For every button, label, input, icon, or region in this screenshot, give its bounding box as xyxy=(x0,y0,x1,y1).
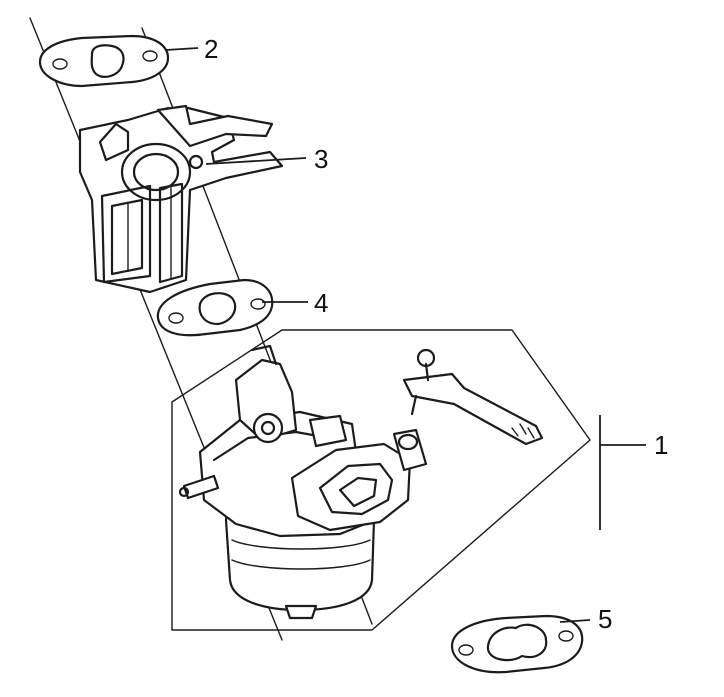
part-1-choke-lever xyxy=(402,348,544,446)
leader-2 xyxy=(165,47,199,51)
callout-1: 1 xyxy=(654,430,668,460)
leader-5 xyxy=(559,619,591,623)
callout-labels: 2 3 4 1 5 xyxy=(204,34,668,634)
part-2-gasket xyxy=(38,34,170,88)
part-5-gasket xyxy=(450,614,584,674)
leader-1 xyxy=(599,415,646,530)
callout-3: 3 xyxy=(314,144,328,174)
callout-5: 5 xyxy=(598,604,612,634)
part-1-carburetor xyxy=(178,344,428,620)
part-1-group-outline xyxy=(171,329,591,631)
callout-4: 4 xyxy=(314,288,328,318)
callout-2: 2 xyxy=(204,34,218,64)
part-3-insulator-bracket xyxy=(78,104,284,294)
leader-3 xyxy=(205,157,307,165)
part-4-gasket xyxy=(156,278,274,337)
callout-leaders xyxy=(165,47,646,623)
